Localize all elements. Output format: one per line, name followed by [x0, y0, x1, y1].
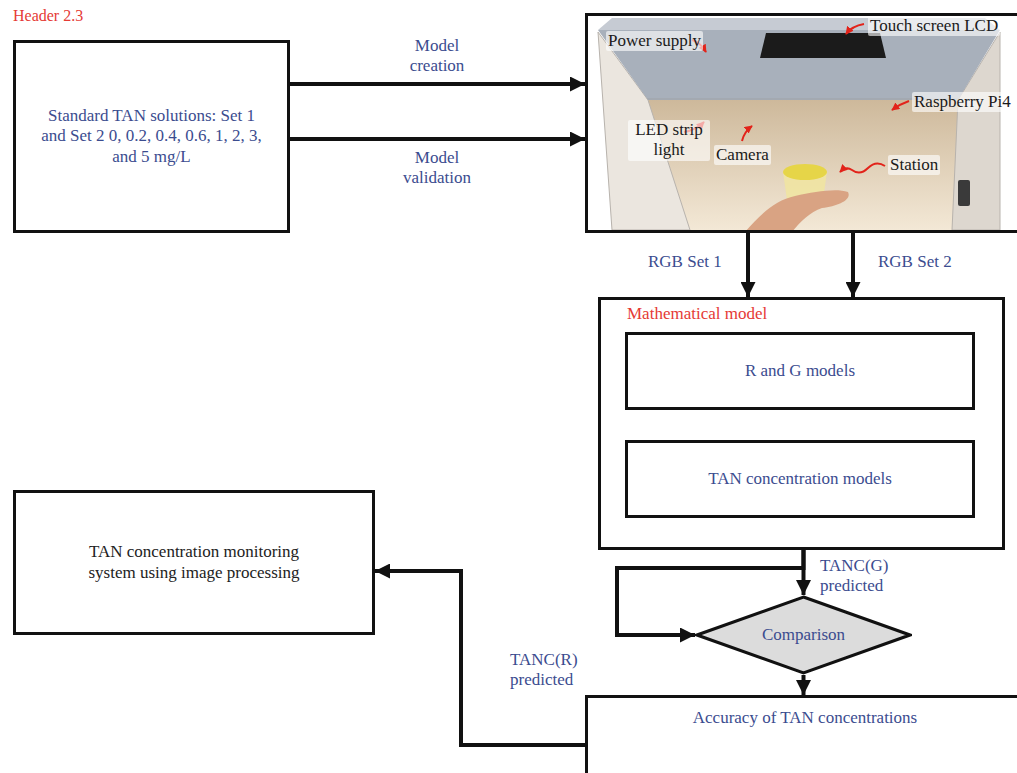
hand [745, 190, 849, 232]
station-device [958, 180, 970, 206]
connector-arrow [290, 137, 585, 141]
sample-liquid [783, 164, 827, 180]
edge-label: TANC(G) predicted [818, 556, 907, 597]
callout-label: Raspberry Pi4 [912, 92, 1013, 112]
callout-label: Touch screen LCD [868, 16, 1000, 36]
output-box: TAN concentration monitoring system usin… [13, 490, 375, 635]
edge-label: Model creation [390, 36, 484, 77]
callout-arrows [684, 24, 909, 173]
edge-label: TANC(R) predicted [508, 650, 597, 691]
callout-label: Station [888, 155, 940, 175]
connector-arrow [746, 233, 750, 297]
process-box: R and G models [625, 332, 975, 410]
connector-arrow [851, 233, 855, 297]
lcd-screen [760, 33, 886, 58]
box-text: TAN concentration monitoring system usin… [74, 542, 314, 583]
callout-arrow [840, 163, 885, 172]
header-label: Header 2.3 [13, 6, 83, 25]
box-text: R and G models [745, 361, 855, 381]
front-panel [598, 30, 1000, 100]
process-box: TAN concentration models [625, 440, 975, 518]
edge-label: RGB Set 1 [646, 252, 745, 272]
box-text: TAN concentration models [708, 469, 892, 489]
input-box: Standard TAN solutions: Set 1 and Set 2 … [13, 40, 290, 233]
diamond-shape [697, 597, 910, 673]
callout-label: Camera [714, 145, 771, 165]
group-heading: Mathematical model [627, 304, 767, 324]
connector-arrow [290, 82, 585, 86]
box-text: Comparison [762, 625, 845, 645]
edge-label: Model validation [390, 148, 484, 189]
callout-arrow [892, 101, 909, 110]
decision-diamond: Comparison [695, 595, 912, 675]
box-text: Standard TAN solutions: Set 1 and Set 2 … [41, 106, 263, 167]
connector-arrow [802, 675, 806, 695]
callout-label: LED strip light [628, 120, 710, 161]
device-photo-box: Power supply Touch screen LCD Raspberry Pi… [585, 13, 1017, 233]
edge-label: RGB Set 2 [876, 252, 975, 272]
callout-arrow [846, 24, 864, 34]
callout-arrow [742, 126, 752, 141]
callout-label: Power supply [606, 31, 703, 51]
model-group: Mathematical model R and G modelsTAN conc… [598, 297, 1005, 550]
box-text: Accuracy of TAN concentrations [693, 708, 917, 728]
result-box: Accuracy of TAN concentrations [585, 695, 1017, 773]
